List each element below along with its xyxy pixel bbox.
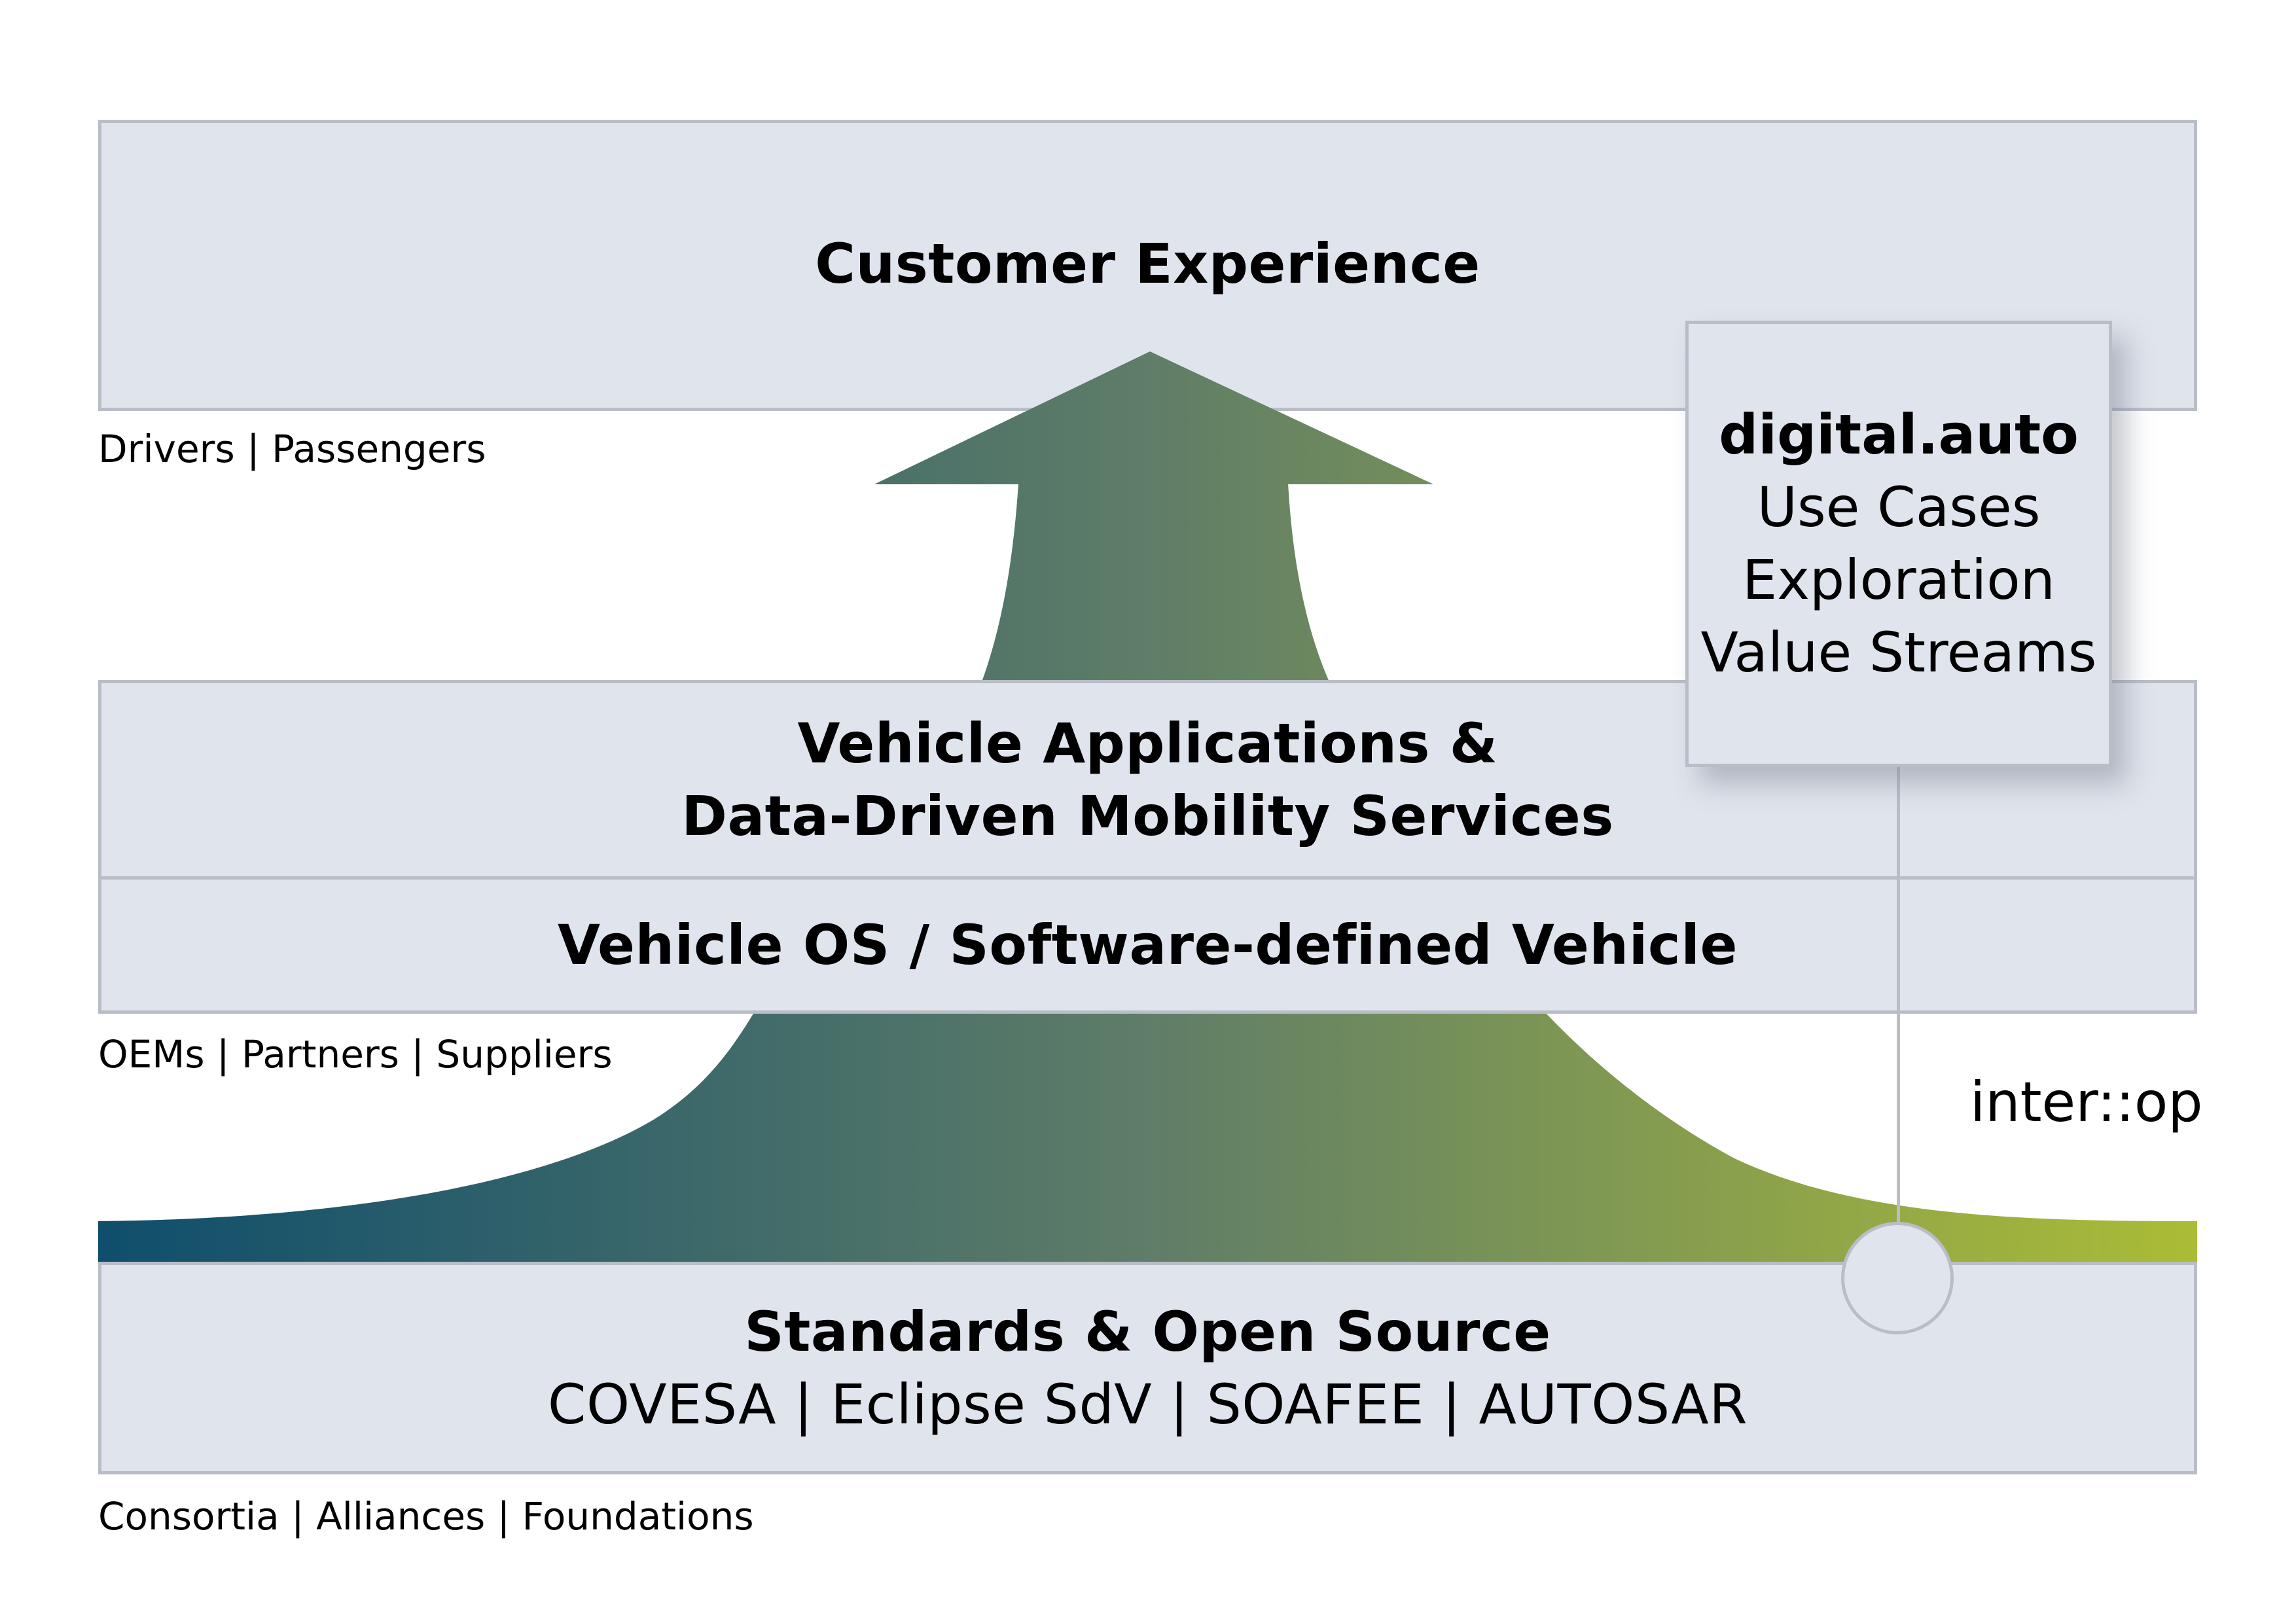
digital-auto-line-exploration: Exploration [1742,548,2055,612]
interop-label: inter::op [1970,1070,2203,1134]
digital-auto-box: digital.auto Use Cases Exploration Value… [1685,321,2112,767]
up-arrow-head [874,351,1433,682]
digital-auto-connector-line [1897,766,1900,1224]
customer-experience-title: Customer Experience [815,232,1480,296]
standards-members: COVESA | Eclipse SdV | SOAFEE | AUTOSAR [547,1372,1748,1436]
vehicle-applications-title-line2: Data-Driven Mobility Services [681,783,1614,848]
standards-title: Standards & Open Source [744,1299,1551,1364]
interop-node-circle [1841,1222,1954,1334]
standards-audience-label: Consortia | Alliances | Foundations [98,1494,754,1539]
digital-auto-line-value-streams: Value Streams [1700,620,2097,685]
digital-auto-title: digital.auto [1719,402,2079,467]
vehicle-os-layer: Vehicle OS / Software-defined Vehicle [98,876,2197,1014]
customer-audience-label: Drivers | Passengers [98,427,486,471]
vehicle-os-title: Vehicle OS / Software-defined Vehicle [558,912,1738,977]
vehicle-os-audience-label: OEMs | Partners | Suppliers [98,1032,613,1077]
growth-hill-shape [98,1010,2197,1263]
vehicle-applications-title-line1: Vehicle Applications & [797,711,1498,776]
digital-auto-line-use-cases: Use Cases [1757,475,2041,540]
